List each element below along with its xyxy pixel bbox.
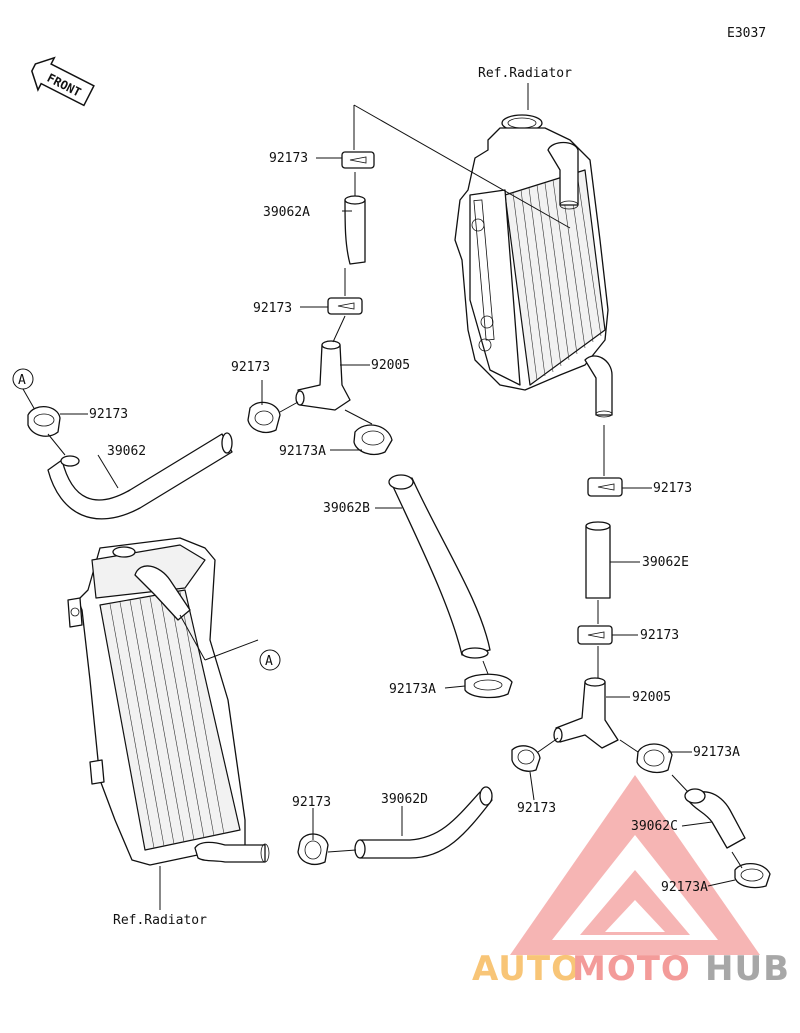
- label-39062e: 39062E: [642, 555, 689, 570]
- label-39062d: 39062D: [381, 792, 428, 807]
- label-92173a-mid: 92173A: [389, 682, 436, 697]
- label-39062c: 39062C: [631, 819, 678, 834]
- clamp-92173-right1: [587, 477, 623, 497]
- hose-39062e: [585, 525, 611, 599]
- label-92173a-upper: 92173A: [279, 444, 326, 459]
- clamp-92173-lower2: [511, 745, 541, 772]
- label-39062b: 39062B: [323, 501, 370, 516]
- clamp-92173a-upper: [353, 424, 393, 456]
- label-92173-lower1: 92173: [292, 795, 331, 810]
- reference-circle-a-top: A: [12, 368, 34, 390]
- hose-39062: [47, 433, 233, 520]
- diagram-code: E3037: [727, 26, 766, 41]
- label-92173a-lower1: 92173A: [693, 745, 740, 760]
- clamp-92173a-lower2: [734, 863, 771, 889]
- label-92173-upper1: 92173: [269, 151, 308, 166]
- label-92005-lower: 92005: [632, 690, 671, 705]
- svg-text:HUB: HUB: [705, 949, 790, 989]
- svg-text:A: A: [18, 373, 26, 388]
- clamp-92173-lower1: [297, 833, 329, 866]
- clamp-92173-left2: [247, 401, 281, 434]
- label-92173-upper2: 92173: [253, 301, 292, 316]
- joint-92005-upper: [295, 340, 351, 411]
- label-39062a: 39062A: [263, 205, 310, 220]
- front-arrow-icon: FRONT: [31, 56, 95, 107]
- watermark-logo: [510, 775, 760, 955]
- radiator-right: [454, 114, 613, 418]
- ref-radiator-label-top: Ref.Radiator: [478, 66, 572, 81]
- clamp-92173-upper2: [327, 297, 363, 315]
- label-92173-left2: 92173: [231, 360, 270, 375]
- clamp-92173a-mid: [464, 673, 513, 699]
- label-92173-lower2: 92173: [517, 801, 556, 816]
- svg-text:AUTO: AUTO: [472, 949, 581, 989]
- leader-lines: [47, 104, 743, 887]
- reference-circle-a-bottom: A: [259, 649, 281, 671]
- joint-92005-lower: [553, 677, 619, 749]
- label-92005-upper: 92005: [371, 358, 410, 373]
- svg-text:MOTO: MOTO: [572, 949, 691, 989]
- clamp-92173-upper1: [341, 151, 375, 169]
- label-92173-right2: 92173: [640, 628, 679, 643]
- svg-text:A: A: [265, 654, 273, 669]
- label-92173a-lower2: 92173A: [661, 880, 708, 895]
- label-92173-left1: 92173: [89, 407, 128, 422]
- label-92173-right1: 92173: [653, 481, 692, 496]
- label-39062: 39062: [107, 444, 146, 459]
- clamp-92173-left1: [27, 406, 61, 437]
- hose-39062a: [344, 199, 366, 265]
- radiator-left: [67, 537, 270, 866]
- ref-radiator-label-bottom: Ref.Radiator: [113, 913, 207, 928]
- clamp-92173-right2: [577, 625, 613, 645]
- hose-39062b: [389, 477, 491, 656]
- watermark-text: AUTO MOTO HUB: [472, 949, 790, 989]
- clamp-92173a-lower1: [636, 743, 673, 774]
